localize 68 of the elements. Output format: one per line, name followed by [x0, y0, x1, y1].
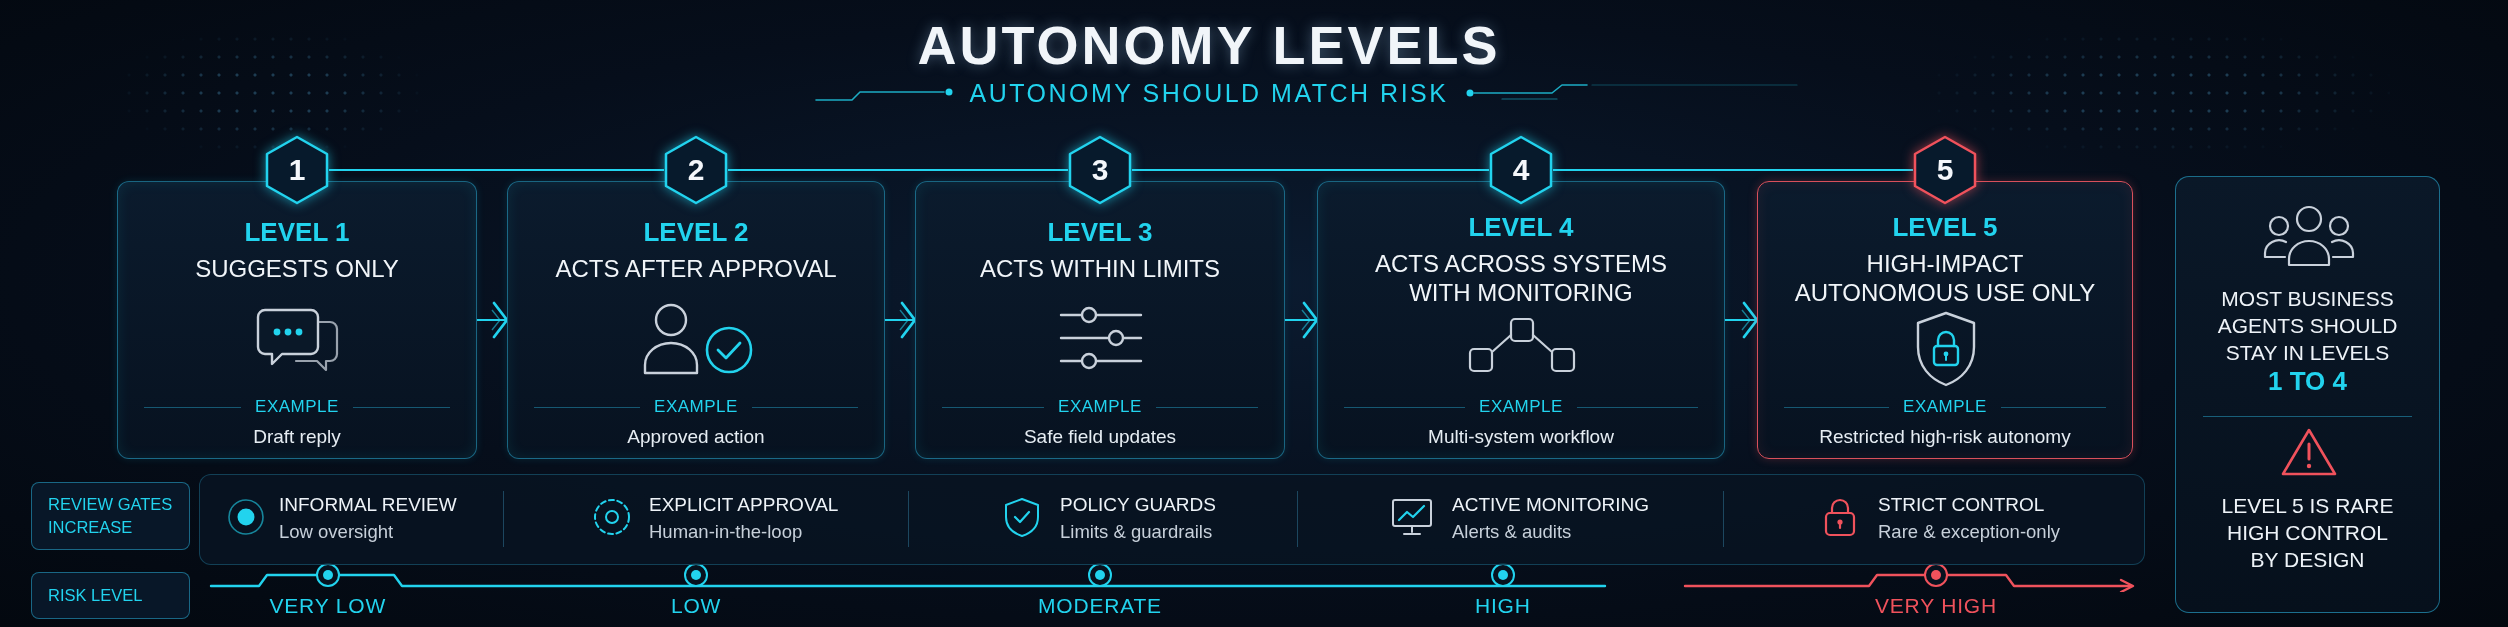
gate-title: STRICT CONTROL	[1878, 493, 2045, 517]
level-title: LEVEL 4	[1468, 212, 1574, 242]
example-label: EXAMPLE	[1479, 396, 1563, 418]
chevron-arrow	[1724, 301, 1759, 339]
gate-title: INFORMAL REVIEW	[279, 493, 457, 517]
hexagon-badge	[664, 135, 728, 205]
gate-title: ACTIVE MONITORING	[1452, 493, 1650, 517]
level-heading: ACTS AFTER APPROVAL	[555, 254, 837, 283]
level-title: LEVEL 3	[1047, 217, 1153, 247]
gate-subtitle: Rare & exception-only	[1878, 520, 2060, 544]
level-heading: ACTS ACROSS SYSTEMS WITH MONITORING	[1373, 249, 1669, 307]
row-label-panel	[31, 572, 190, 619]
level-card	[915, 181, 1285, 459]
level-card	[117, 181, 477, 459]
level-number: 1	[288, 153, 306, 187]
example-label: EXAMPLE	[1903, 396, 1987, 418]
level-title: LEVEL 5	[1892, 212, 1998, 242]
summary-text: MOST BUSINESS AGENTS SHOULD STAY IN LEVELS 1 TO 4	[2216, 286, 2399, 396]
gate-subtitle: Limits & guardrails	[1060, 520, 1213, 544]
hexagon-badge	[1913, 135, 1977, 205]
chevron-arrow	[476, 301, 509, 339]
level-number: 3	[1091, 153, 1109, 187]
connector-line	[1131, 169, 1490, 171]
level-title: LEVEL 2	[643, 217, 749, 247]
example-text: Restricted high-risk autonomy	[1819, 425, 2071, 449]
level-card	[1757, 181, 2133, 459]
gate-subtitle: Low oversight	[279, 520, 394, 544]
example-text: Safe field updates	[1023, 425, 1177, 449]
example-text: Multi-system workflow	[1428, 425, 1614, 449]
gate-subtitle: Alerts & audits	[1452, 520, 1572, 544]
connector-line	[1552, 169, 1914, 171]
level-number: 5	[1936, 153, 1954, 187]
level-number: 4	[1512, 153, 1530, 187]
row-label-panel	[31, 482, 190, 550]
warning-text: LEVEL 5 IS RARE HIGH CONTROL BY DESIGN	[2220, 493, 2395, 573]
gate-title: EXPLICIT APPROVAL	[649, 493, 839, 517]
risk-level-label: VERY HIGH	[1875, 594, 1997, 618]
example-text: Draft reply	[253, 425, 341, 449]
risk-level-label: VERY LOW	[269, 594, 386, 618]
example-label: EXAMPLE	[654, 396, 738, 418]
connector-line	[727, 169, 1069, 171]
connector-line	[328, 169, 665, 171]
risk-level-label: MODERATE	[1038, 594, 1162, 618]
chevron-arrow	[884, 301, 917, 339]
level-heading: SUGGESTS ONLY	[195, 254, 399, 283]
example-label: EXAMPLE	[1058, 396, 1142, 418]
hexagon-badge	[265, 135, 329, 205]
row-label: RISK LEVEL	[48, 585, 143, 606]
level-heading: HIGH-IMPACT AUTONOMOUS USE ONLY	[1793, 249, 2097, 307]
level-card	[1317, 181, 1725, 459]
hexagon-badge	[1068, 135, 1132, 205]
gate-subtitle: Human-in-the-loop	[649, 520, 803, 544]
level-title: LEVEL 1	[244, 217, 350, 247]
gate-title: POLICY GUARDS	[1060, 493, 1216, 517]
risk-level-label: LOW	[671, 594, 722, 618]
level-number: 2	[687, 153, 705, 187]
risk-level-label: HIGH	[1475, 594, 1531, 618]
hexagon-badge	[1489, 135, 1553, 205]
summary-panel	[2175, 176, 2440, 613]
review-gates-panel	[199, 474, 2145, 565]
example-label: EXAMPLE	[255, 396, 339, 418]
level-card	[507, 181, 885, 459]
chevron-arrow	[1284, 301, 1319, 339]
row-label: REVIEW GATES INCREASE	[48, 494, 174, 538]
level-heading: ACTS WITHIN LIMITS	[980, 254, 1220, 283]
subtitle: AUTONOMY SHOULD MATCH RISK	[969, 78, 1449, 109]
example-text: Approved action	[627, 425, 765, 449]
title: AUTONOMY LEVELS	[917, 14, 1501, 77]
